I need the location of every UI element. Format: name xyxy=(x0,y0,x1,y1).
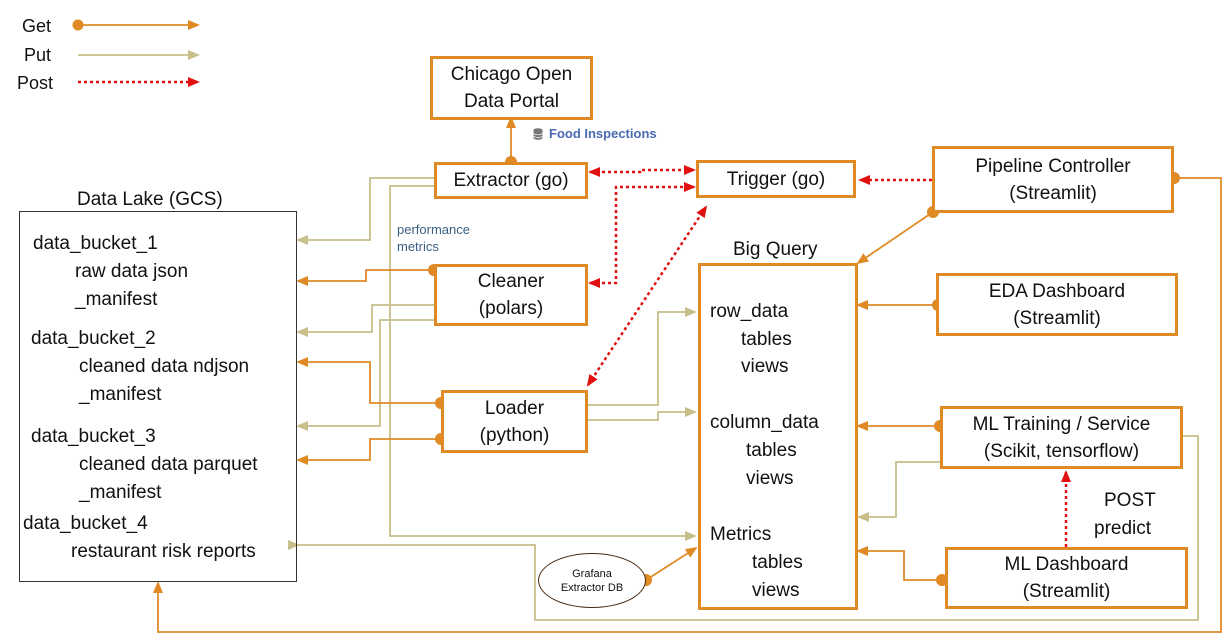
node-label: (Scikit, tensorflow) xyxy=(983,440,1140,462)
lake-item: cleaned data parquet xyxy=(79,454,258,475)
post-connectors xyxy=(586,165,1071,547)
node-label: (Streamlit) xyxy=(1013,307,1101,329)
lake-item: raw data json xyxy=(75,261,189,282)
node-label: (Streamlit) xyxy=(1022,581,1111,602)
lake-item: _manifest xyxy=(79,384,162,405)
node-label: Chicago Open xyxy=(450,64,573,85)
node-label: Data Portal xyxy=(463,91,560,112)
put-connectors xyxy=(296,177,1199,621)
lake-item: _manifest xyxy=(79,482,162,503)
bq-item: views xyxy=(746,468,794,489)
food-inspections-text: Food Inspections xyxy=(549,126,657,141)
data-lake-container xyxy=(19,211,297,582)
bq-item: views xyxy=(752,580,800,601)
grafana-node: Grafana Extractor DB xyxy=(538,553,646,608)
performance-annotation: performance xyxy=(397,222,470,237)
legend-post-label: Post xyxy=(17,73,54,93)
cleaner-node: Cleaner (polars) xyxy=(434,264,588,326)
big-query-container xyxy=(698,263,858,610)
legend-put-label: Put xyxy=(24,45,52,65)
ml-training-node: ML Training / Service (Scikit, tensorflo… xyxy=(940,406,1183,469)
node-label: Pipeline Controller xyxy=(975,155,1131,177)
bq-item: row_data xyxy=(710,301,789,322)
get-connectors xyxy=(153,116,1222,633)
node-label: (python) xyxy=(479,424,550,446)
extractor-node: Extractor (go) xyxy=(434,162,588,199)
node-label: Trigger (go) xyxy=(726,168,826,190)
node-label: Cleaner xyxy=(477,271,545,292)
predict-annotation: predict xyxy=(1094,518,1152,539)
trigger-node: Trigger (go) xyxy=(696,160,856,198)
eda-dashboard-node: EDA Dashboard (Streamlit) xyxy=(936,273,1178,336)
database-icon xyxy=(533,127,543,140)
node-label: Loader xyxy=(484,397,545,419)
node-label: Extractor (go) xyxy=(453,170,569,191)
lake-item: restaurant risk reports xyxy=(71,541,256,562)
metrics-annotation: metrics xyxy=(397,239,439,254)
lake-item: data_bucket_4 xyxy=(23,513,148,534)
node-label: Grafana xyxy=(572,567,612,580)
loader-node: Loader (python) xyxy=(441,390,588,453)
food-inspections-label: Food Inspections xyxy=(533,126,657,141)
lake-item: cleaned data ndjson xyxy=(79,356,250,377)
big-query-title: Big Query xyxy=(733,239,818,260)
bq-item: tables xyxy=(741,329,792,350)
lake-item: data_bucket_1 xyxy=(33,233,158,254)
bq-item: Metrics xyxy=(710,524,772,545)
ml-dashboard-node: ML Dashboard (Streamlit) xyxy=(945,547,1188,609)
legend-get-line xyxy=(72,19,200,31)
pipeline-controller-node: Pipeline Controller (Streamlit) xyxy=(932,146,1174,213)
data-lake-title: Data Lake (GCS) xyxy=(77,189,223,210)
bq-item: tables xyxy=(752,552,803,573)
lake-item: _manifest xyxy=(75,289,158,310)
node-label: EDA Dashboard xyxy=(988,280,1126,302)
post-annotation: POST xyxy=(1104,490,1156,511)
node-label: (Streamlit) xyxy=(1009,182,1097,204)
lake-item: data_bucket_2 xyxy=(31,328,156,349)
legend-get-label: Get xyxy=(22,16,52,36)
node-label: ML Dashboard xyxy=(1004,554,1129,575)
bq-item: tables xyxy=(746,440,797,461)
node-label: Extractor DB xyxy=(560,581,624,594)
lake-item: data_bucket_3 xyxy=(31,426,156,447)
node-label: (polars) xyxy=(478,298,544,319)
bq-item: views xyxy=(741,356,789,377)
bq-item: column_data xyxy=(710,412,819,433)
chicago-portal-node: Chicago Open Data Portal xyxy=(430,56,593,120)
node-label: ML Training / Service xyxy=(972,413,1151,435)
